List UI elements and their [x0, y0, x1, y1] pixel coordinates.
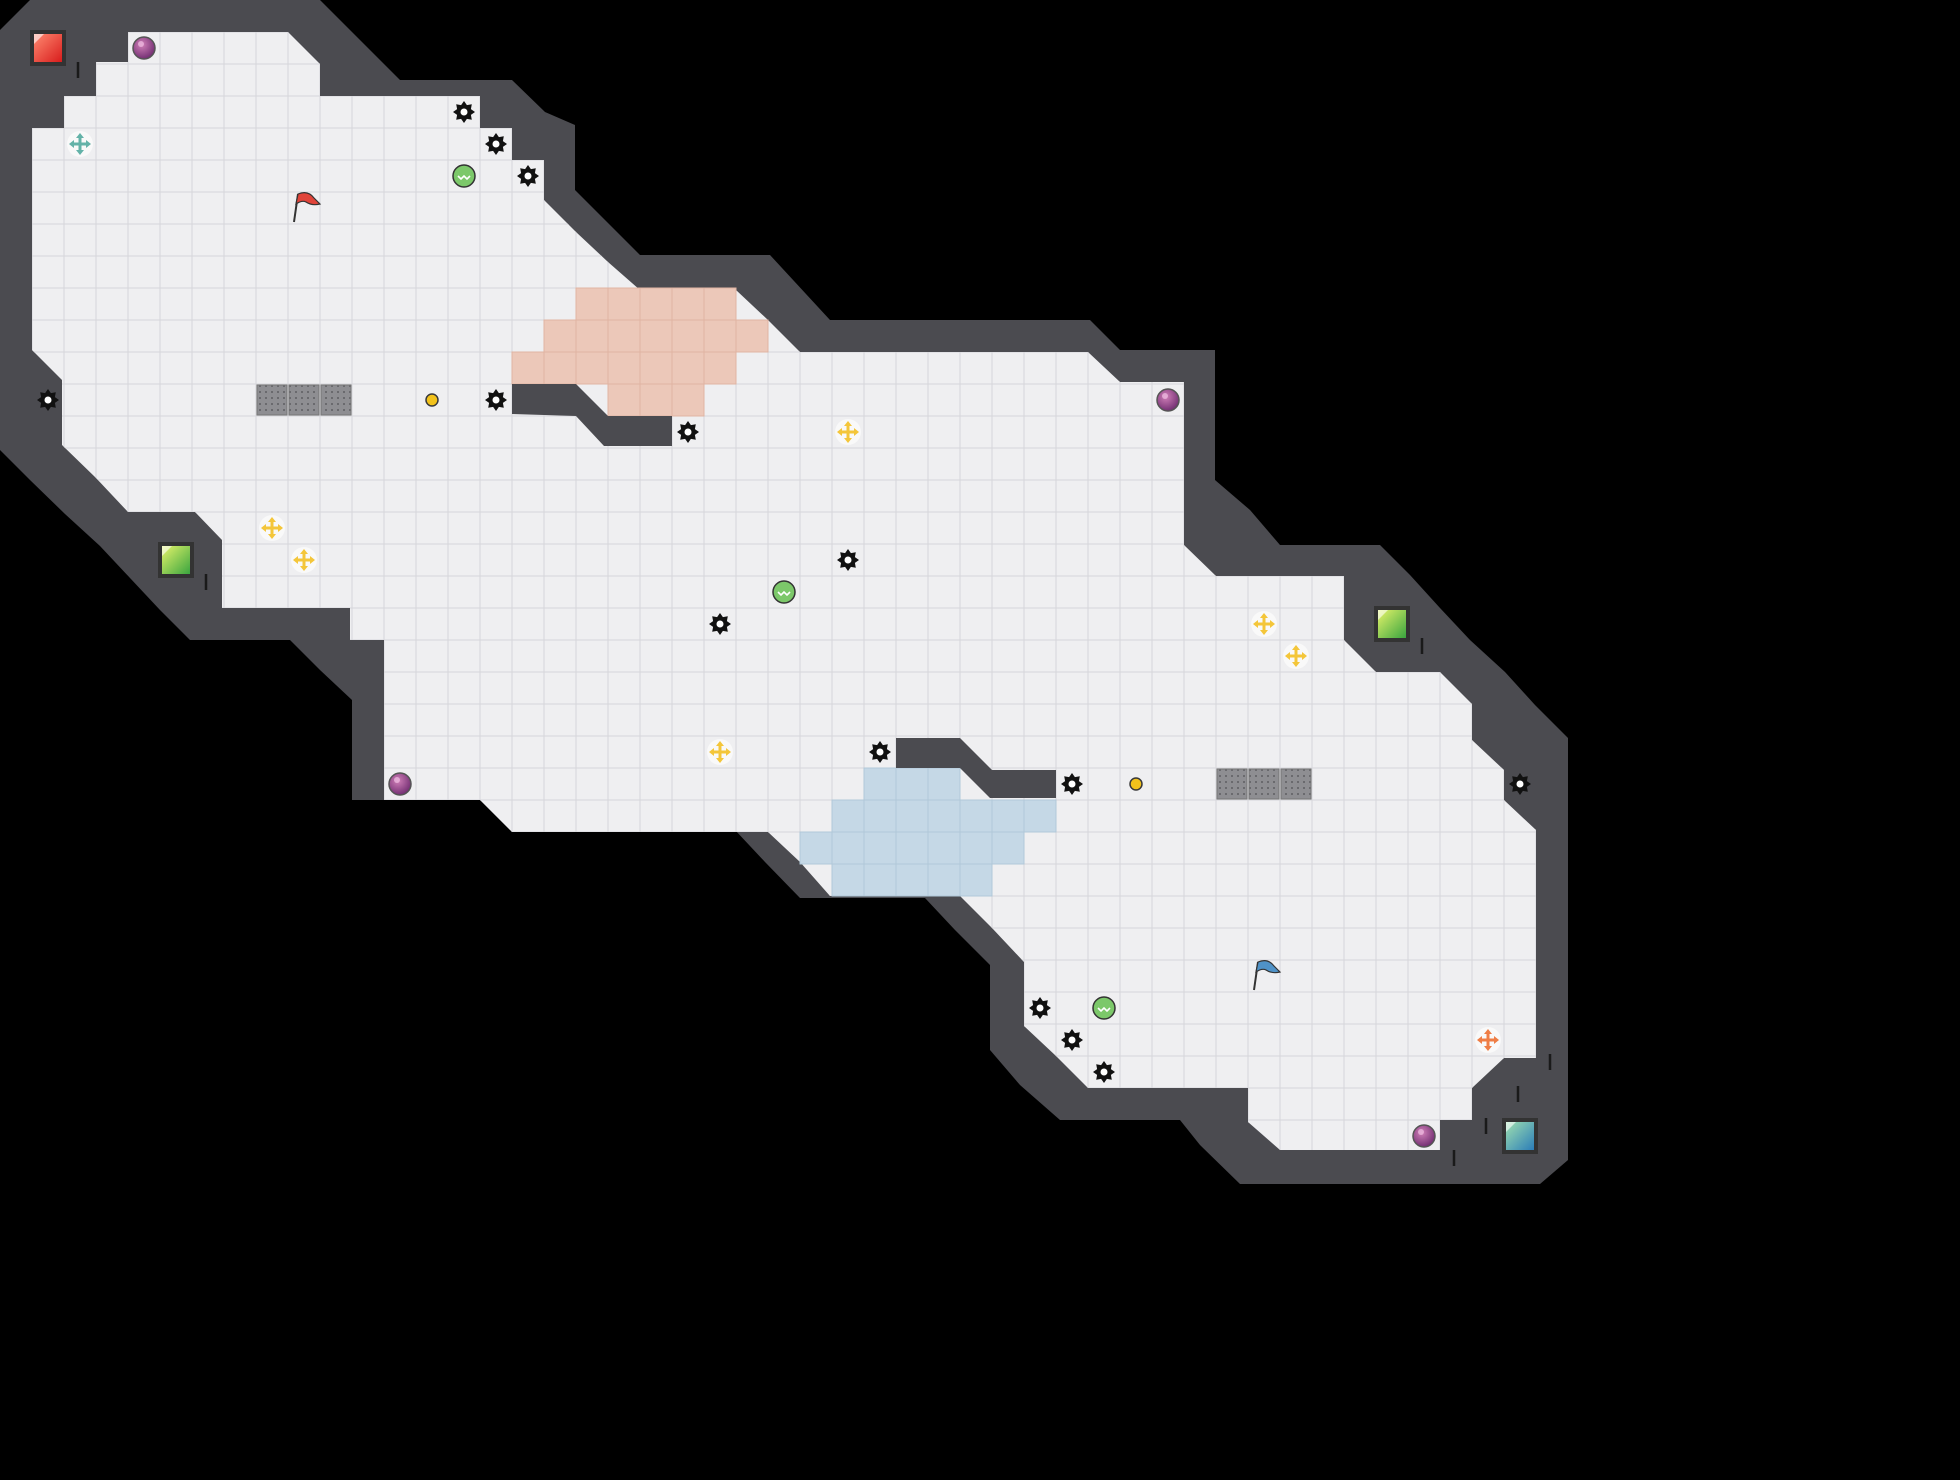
blue-zone-tile — [895, 767, 929, 801]
spike-mine-icon — [485, 389, 507, 411]
grate-icon — [256, 384, 288, 416]
grate-icon — [1216, 768, 1248, 800]
red-flag-icon — [293, 192, 322, 223]
coin-icon — [1129, 777, 1143, 791]
spike-mine-icon — [709, 613, 731, 635]
red-zone-tile — [575, 319, 609, 353]
blue-zone-tile — [959, 799, 993, 833]
blue-zone-tile — [895, 799, 929, 833]
red-zone-tile — [575, 351, 609, 385]
red-zone-tile — [639, 383, 673, 417]
blue-base-icon — [1502, 1118, 1538, 1154]
blue-zone-tile — [863, 799, 897, 833]
blue-zone-tile — [863, 831, 897, 865]
portal-icon — [1374, 606, 1410, 642]
portal-icon — [158, 542, 194, 578]
red-zone-tile — [671, 383, 705, 417]
green-orb-icon — [772, 580, 796, 604]
yellow-boost-icon — [835, 419, 861, 445]
red-zone-tile — [607, 383, 641, 417]
blue-zone-tile — [895, 831, 929, 865]
yellow-boost-icon — [1251, 611, 1277, 637]
spike-mine-icon — [1509, 773, 1531, 795]
red-base-icon — [30, 30, 66, 66]
blue-zone-tile — [863, 767, 897, 801]
red-zone-tile — [703, 287, 737, 321]
red-zone-tile — [671, 351, 705, 385]
blue-flag-icon — [1253, 960, 1282, 991]
teal-boost-icon — [67, 131, 93, 157]
blue-zone-tile — [927, 799, 961, 833]
red-zone-tile — [735, 319, 769, 353]
coin-icon — [425, 393, 439, 407]
blue-zone-tile — [927, 767, 961, 801]
spike-mine-icon — [485, 133, 507, 155]
red-zone-tile — [671, 287, 705, 321]
red-zone-tile — [543, 351, 577, 385]
spike-mine-icon — [1093, 1061, 1115, 1083]
spike-mine-icon — [453, 101, 475, 123]
spike-mine-icon — [837, 549, 859, 571]
blue-zone-tile — [831, 799, 865, 833]
blue-zone-tile — [991, 799, 1025, 833]
spike-mine-icon — [677, 421, 699, 443]
blue-zone-tile — [927, 831, 961, 865]
red-zone-tile — [671, 319, 705, 353]
blue-zone-tile — [831, 831, 865, 865]
spike-mine-icon — [517, 165, 539, 187]
green-orb-icon — [452, 164, 476, 188]
inner-wall-south — [896, 738, 1056, 798]
red-zone-tile — [703, 319, 737, 353]
yellow-boost-icon — [291, 547, 317, 573]
red-zone-tile — [639, 351, 673, 385]
yellow-boost-icon — [707, 739, 733, 765]
spike-mine-icon — [1029, 997, 1051, 1019]
purple-orb-icon — [132, 36, 156, 60]
red-zone-tile — [607, 287, 641, 321]
red-zone-tile — [511, 351, 545, 385]
blue-zone-tile — [895, 863, 929, 897]
red-zone-tile — [703, 351, 737, 385]
purple-orb-icon — [1412, 1124, 1436, 1148]
red-zone-tile — [607, 319, 641, 353]
red-zone-tile — [639, 287, 673, 321]
blue-zone-tile — [1023, 799, 1057, 833]
inner-wall-north — [512, 384, 672, 446]
grate-icon — [1280, 768, 1312, 800]
spike-mine-icon — [1061, 773, 1083, 795]
blue-zone-tile — [831, 863, 865, 897]
red-zone-tile — [543, 319, 577, 353]
yellow-boost-icon — [259, 515, 285, 541]
green-orb-icon — [1092, 996, 1116, 1020]
blue-zone-tile — [927, 863, 961, 897]
purple-orb-icon — [388, 772, 412, 796]
blue-zone-tile — [799, 831, 833, 865]
blue-zone-tile — [863, 863, 897, 897]
grate-icon — [320, 384, 352, 416]
purple-orb-icon — [1156, 388, 1180, 412]
blue-zone-tile — [959, 863, 993, 897]
yellow-boost-icon — [1283, 643, 1309, 669]
blue-zone-tile — [959, 831, 993, 865]
red-zone-tile — [639, 319, 673, 353]
spike-mine-icon — [37, 389, 59, 411]
red-zone-tile — [575, 287, 609, 321]
grate-icon — [288, 384, 320, 416]
blue-zone-tile — [991, 831, 1025, 865]
spike-mine-icon — [869, 741, 891, 763]
orange-boost-icon — [1475, 1027, 1501, 1053]
grate-icon — [1248, 768, 1280, 800]
spike-mine-icon — [1061, 1029, 1083, 1051]
red-zone-tile — [607, 351, 641, 385]
